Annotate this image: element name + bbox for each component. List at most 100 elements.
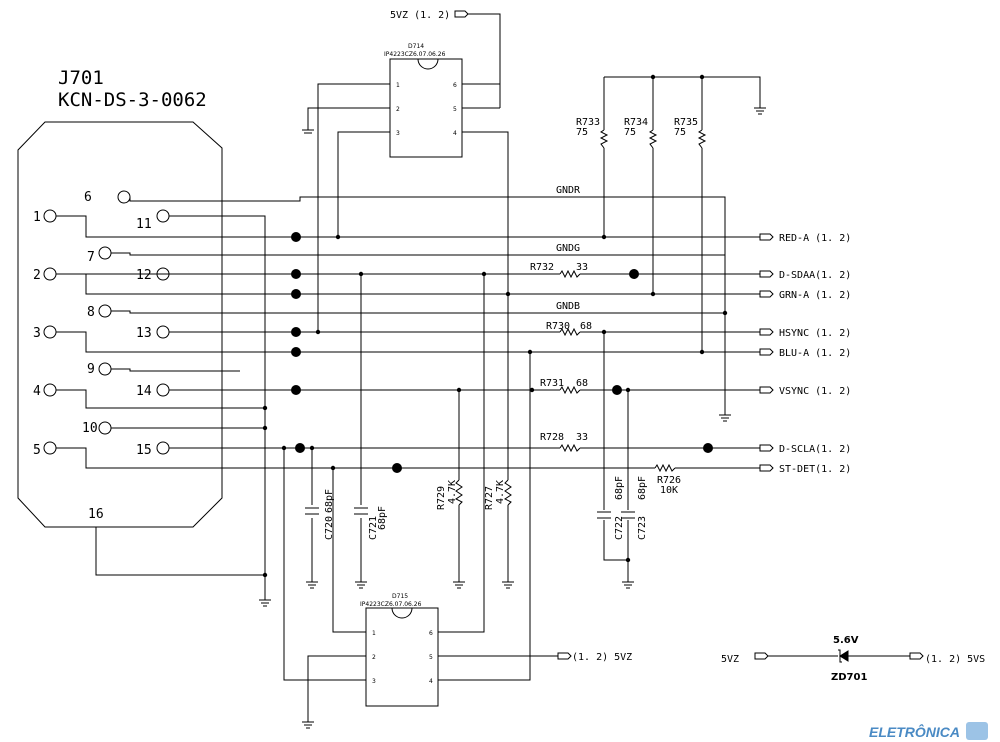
pin-circle bbox=[117, 190, 131, 204]
pin-number: 4 bbox=[33, 384, 41, 399]
junction-dot bbox=[612, 385, 622, 395]
pull-resistors: R729 4.7K R727 4.7K bbox=[436, 479, 512, 510]
svg-text:R732: R732 bbox=[530, 262, 554, 273]
port-5vz-bottom: (1. 2) 5VZ bbox=[557, 652, 632, 663]
zener-left-net: 5VZ bbox=[721, 654, 739, 665]
pin-circle bbox=[43, 441, 57, 455]
connector-j701: J701 KCN-DS-3-0062 6 1 11 7 2 12 8 3 13 … bbox=[17, 67, 223, 528]
svg-text:C722: C722 bbox=[614, 516, 625, 540]
pin-circle bbox=[156, 441, 170, 455]
capacitors: C720 68pF C721 68pF C722 68pF C723 68pF bbox=[305, 476, 648, 540]
junction-dot bbox=[295, 443, 305, 453]
ground-icon bbox=[754, 107, 766, 115]
junction-dot bbox=[330, 465, 336, 471]
svg-text:75: 75 bbox=[674, 127, 686, 138]
ground-icon bbox=[622, 581, 634, 589]
resistor-r727 bbox=[504, 479, 512, 506]
pin-number: 1 bbox=[33, 210, 41, 225]
junction-dot bbox=[291, 327, 301, 337]
resistor-r728 bbox=[559, 443, 581, 453]
svg-text:68: 68 bbox=[576, 378, 588, 389]
svg-text:1: 1 bbox=[396, 82, 400, 89]
junction-dot bbox=[291, 289, 301, 299]
resistor-r726 bbox=[654, 463, 676, 473]
zener-diode-icon bbox=[839, 650, 849, 662]
svg-text:6: 6 bbox=[453, 82, 457, 89]
port-scla: D-SCLA(1. 2) bbox=[759, 444, 851, 455]
ground-icon bbox=[306, 581, 318, 589]
pin-number: 11 bbox=[136, 217, 152, 232]
resistor-r732 bbox=[559, 269, 581, 279]
pin-number: 6 bbox=[84, 190, 92, 205]
resistor-r735 bbox=[697, 129, 707, 149]
zener-right-net: (1. 2) 5VS bbox=[925, 654, 985, 665]
svg-text:2: 2 bbox=[372, 654, 376, 661]
port-sdaa: D-SDAA(1. 2) bbox=[759, 270, 851, 281]
svg-text:BLU-A (1. 2): BLU-A (1. 2) bbox=[779, 348, 851, 359]
junction-dot bbox=[699, 349, 705, 355]
ground-icon bbox=[259, 599, 271, 607]
ic-ref: D715 bbox=[392, 593, 408, 600]
junction-dot bbox=[505, 291, 511, 297]
junction-dot bbox=[309, 445, 315, 451]
pin-number: 14 bbox=[136, 384, 152, 399]
ic-d714: D714 IP4223CZ6.07.06.26 1 2 3 6 5 4 bbox=[384, 43, 463, 158]
ic-body bbox=[389, 58, 463, 158]
junction-dot bbox=[629, 269, 639, 279]
ground-icon bbox=[719, 414, 731, 422]
junction-dot bbox=[262, 572, 268, 578]
ground-icon bbox=[453, 581, 465, 589]
svg-text:68pF: 68pF bbox=[377, 506, 388, 530]
port-red: RED-A (1. 2) bbox=[759, 233, 851, 244]
resistor-r734 bbox=[648, 129, 658, 149]
ic-part: IP4223CZ6.07.06.26 bbox=[360, 601, 422, 608]
svg-text:6: 6 bbox=[429, 630, 433, 637]
resistor-r729 bbox=[455, 479, 463, 506]
svg-text:R730: R730 bbox=[546, 321, 570, 332]
capacitor-c721 bbox=[354, 507, 368, 515]
svg-text:68pF: 68pF bbox=[324, 489, 335, 513]
svg-text:4.7K: 4.7K bbox=[495, 480, 506, 504]
junction-dot bbox=[315, 329, 321, 335]
pin-circle bbox=[43, 209, 57, 223]
pin-circle bbox=[43, 325, 57, 339]
junction-dot bbox=[650, 74, 656, 80]
pin-circle bbox=[98, 421, 112, 435]
pin-number: 8 bbox=[87, 305, 95, 320]
svg-text:3: 3 bbox=[396, 130, 400, 137]
ic-ref: D714 bbox=[408, 43, 424, 50]
svg-text:4: 4 bbox=[429, 678, 433, 685]
svg-text:10K: 10K bbox=[660, 485, 678, 496]
pin-number: 2 bbox=[33, 268, 41, 283]
ic-part: IP4223CZ6.07.06.26 bbox=[384, 51, 446, 58]
ground-icon bbox=[302, 721, 314, 729]
svg-text:5: 5 bbox=[429, 654, 433, 661]
net-label-gndb: GNDB bbox=[556, 301, 580, 312]
svg-text:RED-A (1. 2): RED-A (1. 2) bbox=[779, 233, 851, 244]
svg-text:68pF: 68pF bbox=[637, 476, 648, 500]
junction-dot bbox=[722, 310, 728, 316]
svg-text:C721: C721 bbox=[368, 516, 379, 540]
connector-ref: J701 bbox=[58, 67, 104, 89]
terminator-resistors: R733 75 R734 75 R735 75 bbox=[576, 117, 707, 149]
pin-number: 15 bbox=[136, 443, 152, 458]
junction-dot bbox=[335, 234, 341, 240]
port-5vz-top: 5VZ (1. 2) bbox=[390, 10, 469, 21]
svg-text:D-SCLA(1. 2): D-SCLA(1. 2) bbox=[779, 444, 851, 455]
junction-dot bbox=[481, 271, 487, 277]
svg-text:ST-DET(1. 2): ST-DET(1. 2) bbox=[779, 464, 851, 475]
svg-text:68: 68 bbox=[580, 321, 592, 332]
junction-dot bbox=[281, 445, 287, 451]
svg-text:5: 5 bbox=[453, 106, 457, 113]
junction-dot bbox=[291, 269, 301, 279]
svg-text:D-SDAA(1. 2): D-SDAA(1. 2) bbox=[779, 270, 851, 281]
svg-text:1: 1 bbox=[372, 630, 376, 637]
zener-ref: ZD701 bbox=[831, 672, 867, 683]
pin-number: 16 bbox=[88, 507, 104, 522]
capacitor-c722 bbox=[597, 511, 611, 519]
svg-text:5VZ (1. 2): 5VZ (1. 2) bbox=[390, 10, 450, 21]
pin-circle bbox=[98, 304, 112, 318]
junction-dot bbox=[625, 557, 631, 563]
ic-notch bbox=[417, 58, 439, 70]
